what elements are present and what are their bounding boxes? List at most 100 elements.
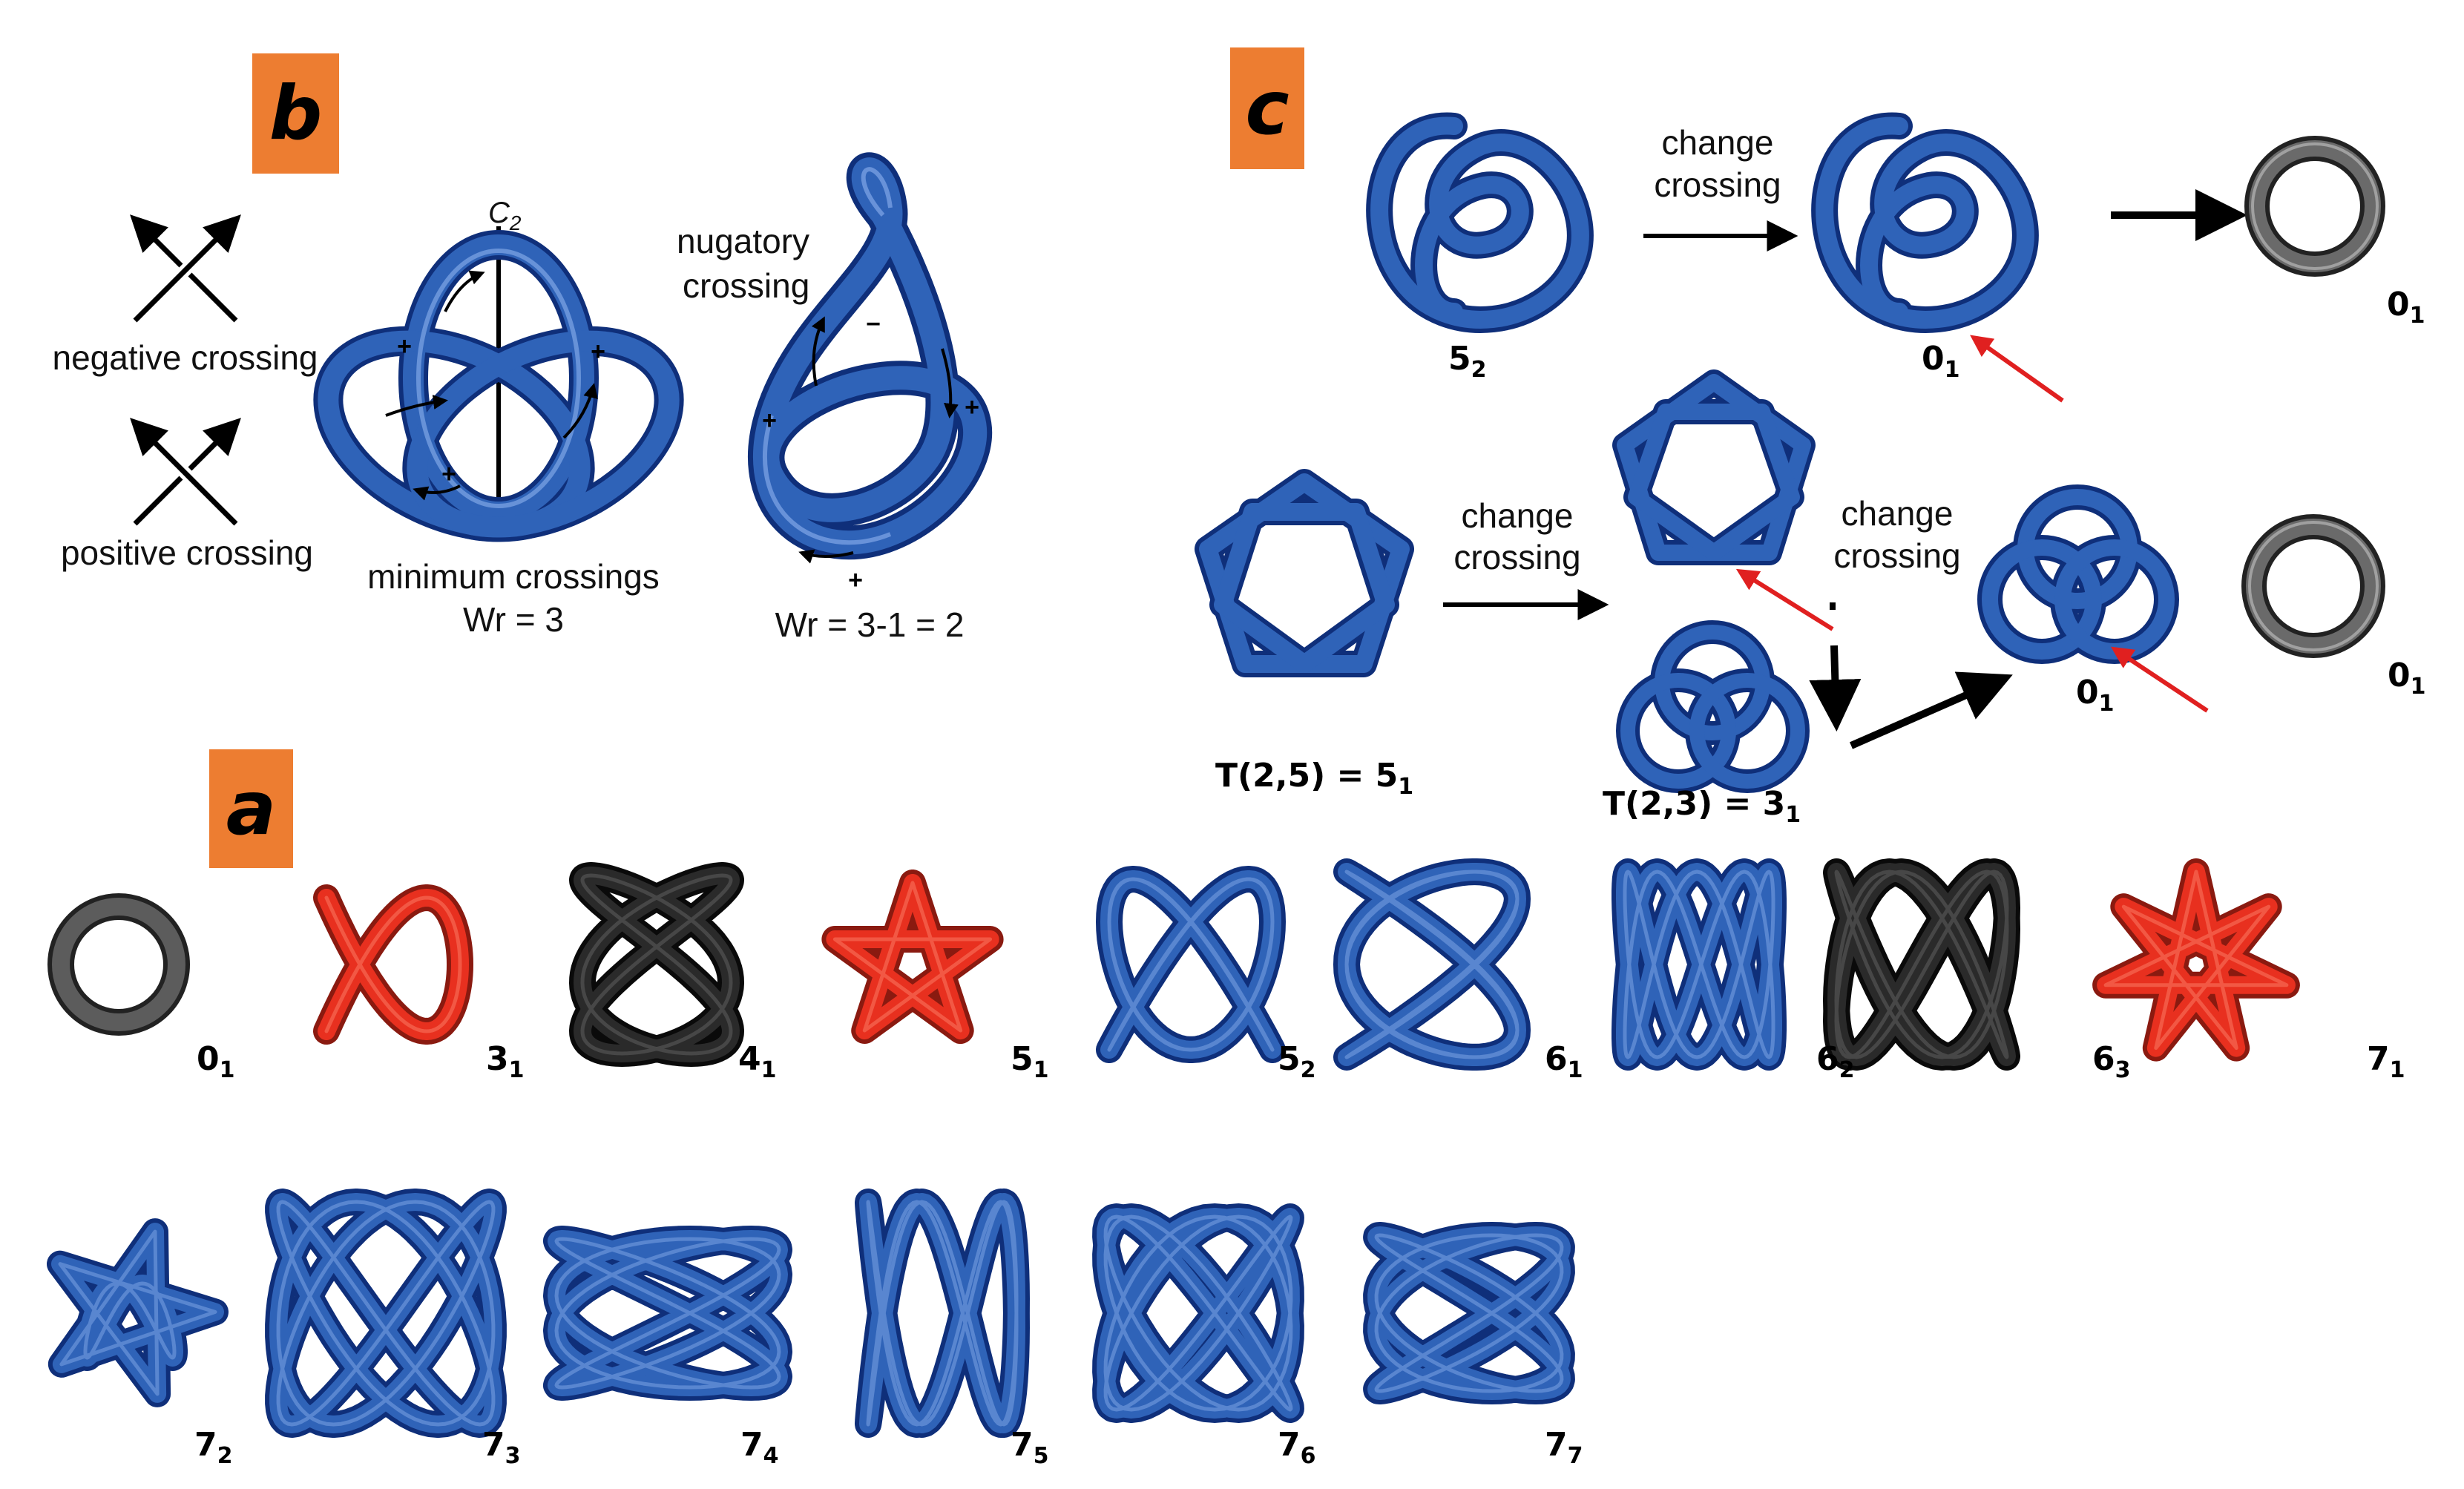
panel-a-letter: a bbox=[226, 765, 277, 852]
panel-b-tag: b bbox=[252, 53, 339, 174]
knot-label-0-1: 01 bbox=[2387, 286, 2425, 329]
writhe-left-label: Wr = 3 bbox=[463, 600, 564, 639]
torus-knot-label-t23: T(2,3) = 31 bbox=[1603, 785, 1801, 828]
knot-label-crossing-number: 5 bbox=[1278, 1040, 1301, 1078]
torus-knot-label-t25: T(2,5) = 51 bbox=[1215, 757, 1414, 800]
plus-sign: + bbox=[965, 393, 979, 421]
knot-label-7-7: 77 bbox=[1545, 1426, 1583, 1469]
knot-5-2-panel-c bbox=[1366, 112, 1594, 333]
knot-label-crossing-number: 7 bbox=[1278, 1426, 1301, 1464]
knot-label-index: 1 bbox=[508, 1057, 525, 1083]
knot-6-2 bbox=[1612, 858, 1787, 1071]
knot-label-7-5: 75 bbox=[1011, 1426, 1049, 1469]
minus-sign: − bbox=[866, 310, 881, 338]
knot-label-index: 4 bbox=[763, 1443, 779, 1469]
knot-label-4-1: 41 bbox=[738, 1040, 777, 1083]
trefoil-minimum-crossings: + + + bbox=[313, 226, 684, 542]
knot-label-index: 7 bbox=[1567, 1443, 1583, 1469]
knot-label-index: 5 bbox=[1033, 1443, 1049, 1469]
knot-label-crossing-number: 0 bbox=[197, 1040, 220, 1078]
knot-label-crossing-number: 7 bbox=[2367, 1040, 2390, 1078]
knot-5-2 bbox=[1096, 866, 1286, 1063]
trefoil-to-unknot-panel-c bbox=[1977, 484, 2179, 664]
knot-0-1 bbox=[47, 893, 190, 1036]
knot-3-1 bbox=[313, 884, 473, 1045]
knot-4-1 bbox=[569, 862, 744, 1067]
knot-label-index: 1 bbox=[2389, 1057, 2405, 1083]
knot-label-0-1: 01 bbox=[197, 1040, 235, 1083]
knot-label-index: 3 bbox=[2115, 1057, 2131, 1083]
negative-crossing-label: negative crossing bbox=[52, 338, 318, 377]
unknot-ring-middle-right bbox=[2241, 514, 2385, 658]
knot-label-6-1: 61 bbox=[1545, 1040, 1583, 1083]
knot-label-7-4: 74 bbox=[740, 1426, 779, 1469]
knot-6-1 bbox=[1333, 858, 1531, 1071]
plus-sign: + bbox=[848, 566, 863, 594]
knot-label-5-2: 52 bbox=[1278, 1040, 1316, 1083]
knot-label-crossing-number: 6 bbox=[1545, 1040, 1568, 1078]
knot-7-3 bbox=[265, 1189, 507, 1438]
knot-label-crossing-number: 7 bbox=[740, 1426, 763, 1464]
negative-crossing-glyph bbox=[130, 214, 241, 323]
knot-7-5 bbox=[855, 1189, 1030, 1438]
knot-label-6-3: 63 bbox=[2092, 1040, 2131, 1083]
change-label-3: change bbox=[1841, 494, 1954, 533]
crossing-label-3: crossing bbox=[1833, 536, 1961, 575]
knot-7-4 bbox=[543, 1226, 792, 1401]
knot-label-index: 2 bbox=[217, 1443, 233, 1469]
trefoil-nugatory-crossing: + + + − bbox=[747, 152, 992, 594]
plus-sign: + bbox=[441, 460, 456, 488]
knot-label-crossing-number: 5 bbox=[1011, 1040, 1034, 1078]
knot-label-0-1: 01 bbox=[2076, 674, 2115, 717]
plus-sign: + bbox=[762, 407, 777, 435]
knot-label-index: 6 bbox=[1300, 1443, 1316, 1469]
unknot-ring-top-right bbox=[2244, 136, 2385, 277]
knot-label-7-3: 73 bbox=[482, 1426, 521, 1469]
knot-7-7 bbox=[1363, 1222, 1575, 1404]
knot-label-5-1: 51 bbox=[1011, 1040, 1049, 1083]
plus-sign: + bbox=[591, 338, 605, 366]
panel-c-tag: c bbox=[1230, 47, 1304, 169]
writhe-right-label: Wr = 3-1 = 2 bbox=[775, 605, 965, 644]
panel-a-tag: a bbox=[209, 749, 293, 868]
knot-0-1-changed-panel-c bbox=[1811, 112, 2039, 333]
knot-label-index: 1 bbox=[219, 1057, 235, 1083]
knot-7-1 bbox=[2092, 858, 2300, 1062]
torus-knot-5-1-panel-c bbox=[1195, 469, 1414, 677]
change-label-2: change bbox=[1461, 496, 1574, 535]
knot-label-crossing-number: 6 bbox=[2092, 1040, 2115, 1078]
knot-label-0-1: 01 bbox=[1922, 340, 1960, 383]
positive-crossing-label: positive crossing bbox=[60, 533, 314, 572]
crossing-label-2: crossing bbox=[1453, 538, 1581, 576]
positive-crossing-glyph bbox=[130, 418, 241, 526]
knot-label-5-2: 52 bbox=[1448, 340, 1487, 383]
knot-label-index: 2 bbox=[1839, 1057, 1855, 1083]
knot-7-2 bbox=[47, 1218, 229, 1407]
torus-knot-5-1-changed-panel-c bbox=[1612, 369, 1816, 565]
panel-c-letter: c bbox=[1245, 65, 1290, 151]
knot-5-1 bbox=[821, 870, 1004, 1044]
c2-axis-label: C2 bbox=[488, 197, 522, 234]
crossing-label-1: crossing bbox=[1654, 165, 1781, 204]
knot-label-crossing-number: 7 bbox=[1545, 1426, 1568, 1464]
knot-label-6-2: 62 bbox=[1816, 1040, 1855, 1083]
knot-label-index: 1 bbox=[760, 1057, 777, 1083]
knot-7-6 bbox=[1092, 1203, 1304, 1423]
knot-table bbox=[47, 858, 2300, 1438]
nugatory-label-line1: nugatory bbox=[677, 222, 810, 260]
minimum-crossings-label: minimum crossings bbox=[367, 557, 660, 596]
trefoil-3-1-panel-c bbox=[1616, 620, 1810, 793]
knot-label-7-1: 71 bbox=[2367, 1040, 2405, 1083]
knot-label-7-2: 72 bbox=[194, 1426, 233, 1469]
plus-sign: + bbox=[397, 332, 412, 361]
knot-label-0-1: 01 bbox=[2388, 657, 2426, 700]
knot-label-index: 1 bbox=[1033, 1057, 1049, 1083]
knot-label-7-6: 76 bbox=[1278, 1426, 1316, 1469]
panel-b-letter: b bbox=[269, 70, 323, 157]
knot-label-crossing-number: 3 bbox=[486, 1040, 509, 1078]
knot-label-crossing-number: 7 bbox=[482, 1426, 505, 1464]
knot-6-3 bbox=[1823, 858, 2020, 1071]
nugatory-label-line2: crossing bbox=[683, 266, 810, 305]
knot-label-crossing-number: 7 bbox=[194, 1426, 217, 1464]
